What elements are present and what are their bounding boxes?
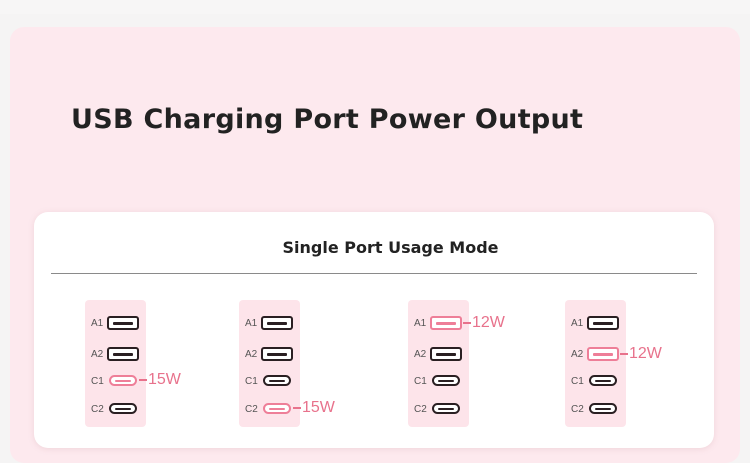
port-group-2: A1 A2 C1 C2 15W [239,300,335,427]
port-label-c1: C1 [414,376,427,387]
port-label-a2: A2 [245,349,258,360]
mode-card: Single Port Usage Mode A1 A2 C1 C2 15W A… [34,212,714,448]
port-group-1: A1 A2 C1 C2 15W [85,300,181,427]
usb-c-port-icon [263,403,291,414]
port-label-a1: A1 [571,318,584,329]
port-label-a2: A2 [91,349,104,360]
power-output-label: 12W [463,314,505,332]
usb-c-port-icon [109,403,137,414]
power-output-label: 15W [293,399,335,417]
port-label-c2: C2 [91,404,104,415]
usb-a-port-icon [261,316,293,330]
port-label-c1: C1 [245,376,258,387]
card-title: Single Port Usage Mode [282,238,499,257]
usb-a-port-icon [261,347,293,361]
power-output-label: 12W [620,345,662,363]
port-label-c1: C1 [571,376,584,387]
usb-c-port-icon [589,403,617,414]
usb-c-port-icon [589,375,617,386]
port-label-c2: C2 [245,404,258,415]
usb-c-port-icon [432,375,460,386]
usb-a-port-icon [430,316,462,330]
port-label-a1: A1 [414,318,427,329]
divider [51,273,697,274]
usb-c-port-icon [263,375,291,386]
port-label-a1: A1 [245,318,258,329]
usb-c-port-icon [109,375,137,386]
top-strip [0,0,750,14]
port-group-4: A1 A2 C1 C2 12W [565,300,662,427]
port-label-a1: A1 [91,318,104,329]
usb-a-port-icon [107,316,139,330]
port-label-a2: A2 [414,349,427,360]
usb-a-port-icon [587,316,619,330]
usb-a-port-icon [587,347,619,361]
port-label-a2: A2 [571,349,584,360]
port-label-c2: C2 [414,404,427,415]
port-group-3: A1 A2 C1 C2 12W [408,300,505,427]
page-title: USB Charging Port Power Output [71,104,584,135]
power-output-label: 15W [139,371,181,389]
port-label-c2: C2 [571,404,584,415]
port-label-c1: C1 [91,376,104,387]
usb-c-port-icon [432,403,460,414]
usb-a-port-icon [430,347,462,361]
usb-a-port-icon [107,347,139,361]
